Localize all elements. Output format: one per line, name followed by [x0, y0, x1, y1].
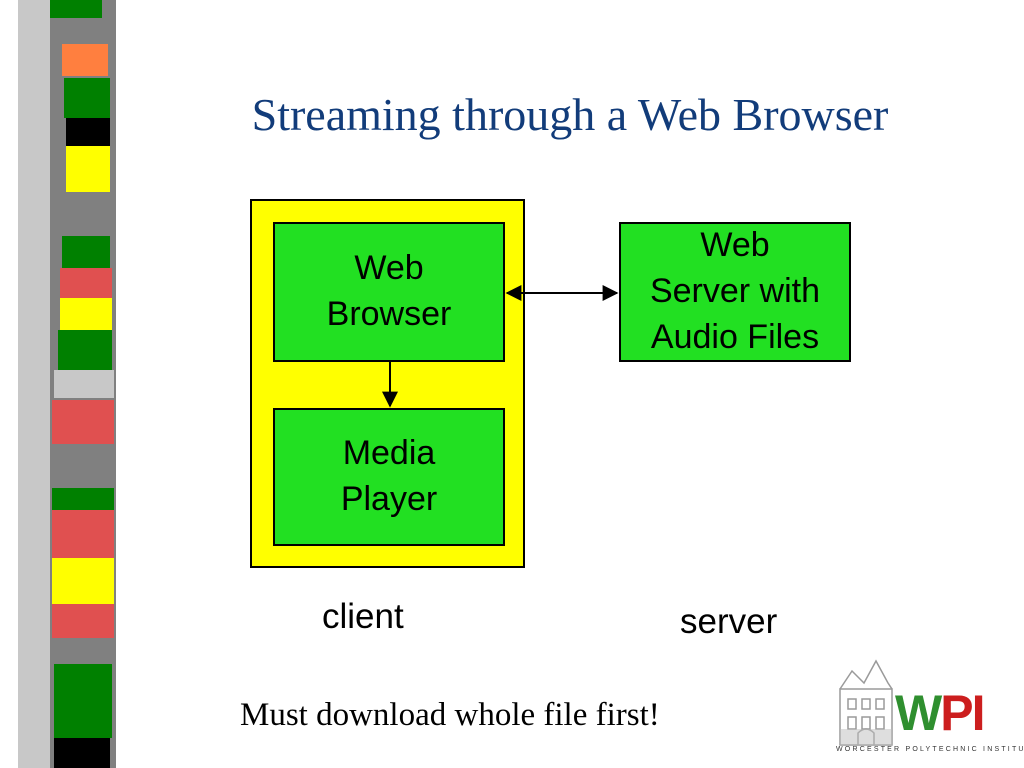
stripe-block	[62, 236, 110, 268]
stripe-block	[62, 44, 108, 76]
web-browser-node: Web Browser	[273, 222, 505, 362]
stripe-block	[52, 488, 114, 510]
decorative-stripe-bar	[18, 0, 116, 768]
wpi-building-logo	[839, 659, 893, 746]
media-player-node: Media Player	[273, 408, 505, 546]
stripe-block	[60, 298, 112, 330]
client-label: client	[322, 597, 404, 636]
stripe-block	[50, 0, 102, 18]
slide-note: Must download whole file first!	[240, 697, 660, 733]
stripe-block	[58, 330, 112, 370]
wpi-wordmark: WPI	[895, 684, 985, 742]
stripe-block	[66, 146, 110, 192]
stripe-block	[54, 738, 110, 768]
stripe-block	[52, 558, 114, 604]
stripe-block	[54, 664, 112, 738]
wpi-subtitle: WORCESTER POLYTECHNIC INSTITUTE	[836, 746, 1024, 753]
stripe-block	[52, 400, 114, 444]
wpi-wordmark-text: WPI	[895, 685, 985, 741]
web-server-node: Web Server with Audio Files	[619, 222, 851, 362]
stripe-block	[52, 510, 114, 558]
stripe-block	[60, 268, 112, 298]
slide-title: Streaming through a Web Browser	[251, 89, 889, 140]
server-label: server	[680, 602, 778, 641]
stripe-block	[54, 370, 114, 398]
stripe-block	[52, 604, 114, 638]
stripe-block	[64, 78, 110, 118]
stripe-block	[66, 118, 110, 146]
